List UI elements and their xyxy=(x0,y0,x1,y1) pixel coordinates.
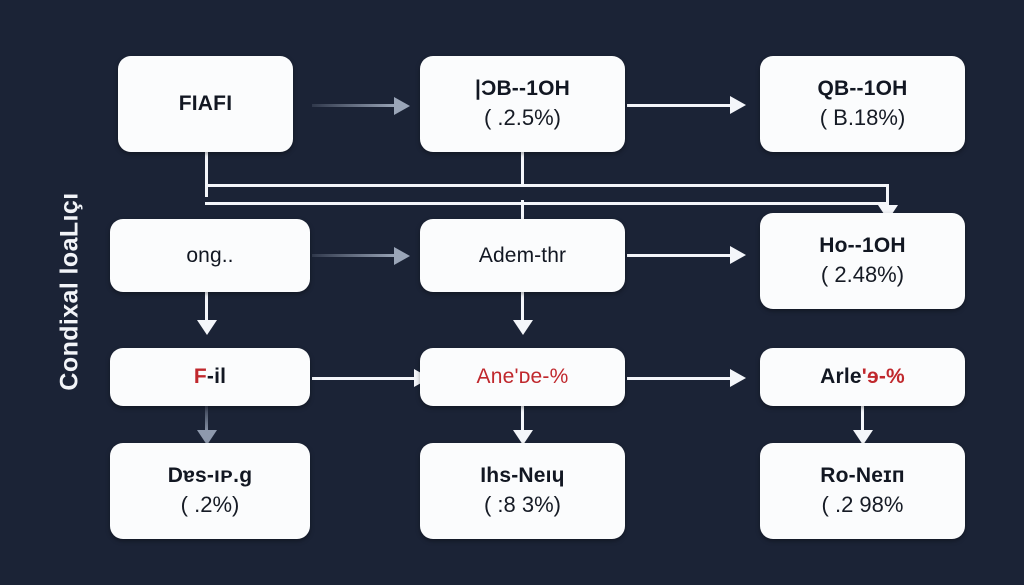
arrowhead-r1c2-to-r1c3 xyxy=(730,96,746,114)
node-r4c1-value: ( .2%) xyxy=(180,491,240,517)
node-r3c2-title: Ane'ᴅe-% xyxy=(476,365,569,389)
node-r2c3-value: ( 2.48%) xyxy=(820,261,905,287)
node-r3c1-title: F-il xyxy=(194,365,226,389)
node-r4c2-title: Ihs-Neıɥ xyxy=(480,463,565,487)
node-r1c3-title: QB--1OH xyxy=(817,76,908,100)
node-r4c3[interactable]: Ro-Neɪп ( .2 98% xyxy=(760,443,965,539)
bus-line-upper xyxy=(205,184,889,187)
connector-r1c2-to-r1c3 xyxy=(627,104,732,107)
arrowhead-r3c2-to-r3c3 xyxy=(730,369,746,387)
node-r3c1-title-dark: -il xyxy=(206,365,227,389)
arrowhead-r2c1-to-r3c1 xyxy=(197,320,217,335)
connector-r3c2-to-r4c2 xyxy=(521,406,524,434)
node-r4c2[interactable]: Ihs-Neıɥ ( :8 3%) xyxy=(420,443,625,539)
node-r1c1[interactable]: FIAFI xyxy=(118,56,293,152)
node-r3c3-title-red: 'ɘ-% xyxy=(861,365,905,389)
node-r4c3-value: ( .2 98% xyxy=(821,491,904,517)
arrowhead-r2c2-to-r3c2 xyxy=(513,320,533,335)
node-r2c1-title: ong.. xyxy=(186,243,234,267)
node-r2c3[interactable]: Ho--1OH ( 2.48%) xyxy=(760,213,965,309)
connector-r3c2-to-r3c3 xyxy=(627,377,732,380)
connector-bus-to-r2c2 xyxy=(521,200,524,220)
connector-r1c1-down-stub xyxy=(205,152,208,197)
node-r1c1-title: FIAFI xyxy=(178,92,233,116)
node-r1c3[interactable]: QB--1OH ( B.18%) xyxy=(760,56,965,152)
node-r2c3-title: Ho--1OH xyxy=(819,233,906,257)
arrowhead-r1c1-to-r1c2 xyxy=(394,97,410,115)
arrowhead-r3c2-to-r4c2 xyxy=(513,430,533,445)
node-r3c3-title-dark: Arle xyxy=(820,365,862,389)
node-r1c2[interactable]: |ƆB--1OH ( .2.5%) xyxy=(420,56,625,152)
connector-bus-to-r2c3 xyxy=(886,184,889,212)
node-r1c2-title: |ƆB--1OH xyxy=(475,76,570,100)
node-r2c2-title: Adem-thr xyxy=(478,243,567,267)
node-r4c1[interactable]: Dɐs-ıᴘ.ɡ ( .2%) xyxy=(110,443,310,539)
node-r3c2[interactable]: Ane'ᴅe-% xyxy=(420,348,625,406)
node-r3c3[interactable]: Arle'ɘ-% xyxy=(760,348,965,406)
axis-label: Condixal loaLıçı xyxy=(55,192,84,391)
node-r2c1[interactable]: ong.. xyxy=(110,219,310,292)
connector-r1c2-down-stub xyxy=(521,152,524,186)
connector-r2c1-to-r3c1 xyxy=(205,292,208,324)
arrowhead-r2c1-to-r2c2 xyxy=(394,247,410,265)
connector-r3c3-to-r4c3 xyxy=(861,406,864,434)
connector-r3c1-to-r3c2 xyxy=(312,377,417,380)
node-r4c2-value: ( :8 3%) xyxy=(483,491,562,517)
node-r3c1[interactable]: F-il xyxy=(110,348,310,406)
connector-r2c2-to-r2c3 xyxy=(627,254,732,257)
connector-r3c1-to-r4c1 xyxy=(205,406,208,434)
connector-r2c2-to-r3c2 xyxy=(521,292,524,324)
arrowhead-r2c2-to-r2c3 xyxy=(730,246,746,264)
arrowhead-r3c3-to-r4c3 xyxy=(853,430,873,445)
node-r1c3-value: ( B.18%) xyxy=(819,104,906,130)
node-r3c1-title-red: F xyxy=(193,365,207,389)
node-r3c3-title: Arle'ɘ-% xyxy=(820,365,905,389)
node-r4c3-title: Ro-Neɪп xyxy=(820,463,905,487)
bus-line-lower xyxy=(205,202,889,205)
connector-r1c1-to-r1c2 xyxy=(312,104,397,107)
connector-r2c1-to-r2c2 xyxy=(312,254,397,257)
node-r2c2[interactable]: Adem-thr xyxy=(420,219,625,292)
arrowhead-r3c1-to-r4c1 xyxy=(197,430,217,445)
node-r1c2-value: ( .2.5%) xyxy=(483,104,562,130)
node-r4c1-title: Dɐs-ıᴘ.ɡ xyxy=(167,463,253,487)
